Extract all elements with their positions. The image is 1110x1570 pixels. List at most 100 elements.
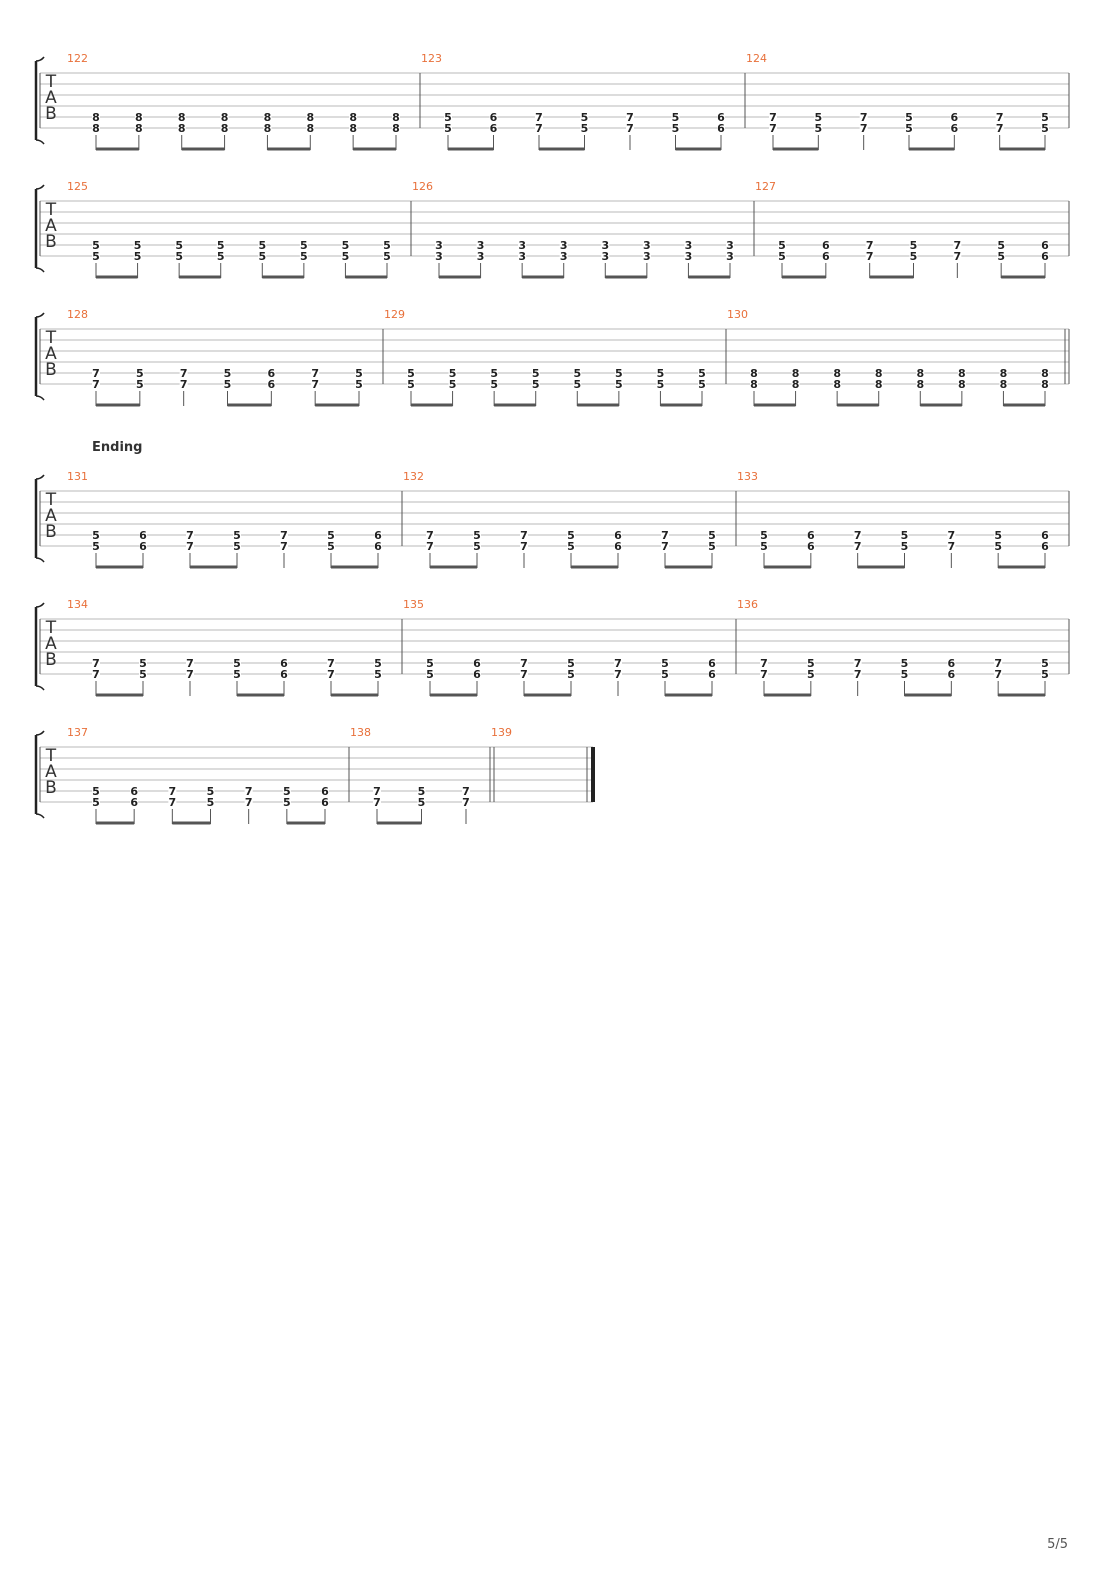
tab-clef-letter: B bbox=[45, 650, 57, 670]
fret-knockout bbox=[997, 251, 1006, 261]
fret-number: 7 bbox=[769, 111, 777, 124]
fret-number: 8 bbox=[875, 367, 883, 380]
fret-number: 7 bbox=[92, 367, 100, 380]
tab-clef-letter: T bbox=[45, 746, 57, 766]
fret-number: 6 bbox=[268, 378, 276, 391]
fret-knockout bbox=[671, 123, 680, 133]
fret-knockout bbox=[726, 240, 734, 250]
fret-knockout bbox=[999, 368, 1008, 378]
fret-knockout bbox=[559, 240, 568, 250]
fret-number: 5 bbox=[708, 529, 716, 542]
fret-number: 5 bbox=[567, 540, 575, 553]
fret-knockout bbox=[130, 797, 139, 807]
fret-number: 6 bbox=[951, 111, 959, 124]
fret-number: 7 bbox=[180, 367, 188, 380]
fret-knockout bbox=[233, 530, 241, 540]
fret-knockout bbox=[258, 251, 267, 261]
fret-number: 6 bbox=[374, 529, 382, 542]
fret-knockout bbox=[186, 669, 194, 679]
fret-knockout bbox=[321, 797, 329, 807]
fret-knockout bbox=[947, 530, 956, 540]
measure-number: 135 bbox=[403, 598, 424, 611]
fret-number: 5 bbox=[994, 540, 1002, 553]
fret-number: 5 bbox=[657, 367, 665, 380]
fret-number: 7 bbox=[92, 657, 100, 670]
measure-number: 130 bbox=[727, 308, 748, 321]
fret-number: 5 bbox=[300, 239, 308, 252]
fret-number: 5 bbox=[139, 668, 147, 681]
fret-number: 7 bbox=[186, 657, 194, 670]
fret-number: 8 bbox=[221, 122, 229, 135]
fret-number: 5 bbox=[418, 796, 426, 809]
fret-number: 6 bbox=[139, 529, 147, 542]
fret-knockout bbox=[708, 658, 716, 668]
fret-knockout bbox=[133, 251, 142, 261]
fret-number: 6 bbox=[268, 367, 276, 380]
fret-number: 5 bbox=[233, 657, 241, 670]
fret-knockout bbox=[717, 112, 725, 122]
fret-knockout bbox=[92, 530, 100, 540]
fret-knockout bbox=[520, 530, 528, 540]
fret-knockout bbox=[435, 240, 443, 250]
fret-knockout bbox=[216, 251, 225, 261]
fret-knockout bbox=[994, 541, 1003, 551]
fret-number: 5 bbox=[698, 367, 706, 380]
fret-knockout bbox=[957, 379, 966, 389]
fret-number: 8 bbox=[958, 367, 966, 380]
fret-knockout bbox=[909, 240, 918, 250]
fret-number: 5 bbox=[661, 668, 669, 681]
fret-knockout bbox=[853, 541, 862, 551]
fret-knockout bbox=[684, 240, 693, 250]
fret-knockout bbox=[661, 541, 669, 551]
fret-knockout bbox=[806, 530, 815, 540]
fret-knockout bbox=[92, 379, 100, 389]
fret-knockout bbox=[642, 240, 651, 250]
fret-number: 3 bbox=[560, 239, 568, 252]
fret-knockout bbox=[950, 112, 959, 122]
fret-number: 7 bbox=[280, 529, 288, 542]
fret-number: 7 bbox=[426, 529, 434, 542]
fret-number: 5 bbox=[224, 378, 232, 391]
fret-number: 8 bbox=[958, 378, 966, 391]
fret-number: 5 bbox=[581, 111, 589, 124]
fret-number: 8 bbox=[349, 111, 357, 124]
fret-number: 8 bbox=[1000, 367, 1008, 380]
fret-knockout bbox=[186, 530, 194, 540]
fret-knockout bbox=[179, 379, 188, 389]
fret-knockout bbox=[92, 669, 100, 679]
fret-knockout bbox=[833, 368, 842, 378]
fret-number: 5 bbox=[567, 657, 575, 670]
fret-knockout bbox=[349, 112, 358, 122]
fret-knockout bbox=[327, 658, 335, 668]
fret-knockout bbox=[698, 379, 706, 389]
fret-number: 7 bbox=[311, 378, 319, 391]
fret-knockout bbox=[814, 123, 823, 133]
bracket-bottom-hook bbox=[35, 557, 45, 563]
fret-number: 8 bbox=[833, 367, 841, 380]
fret-knockout bbox=[92, 786, 100, 796]
fret-number: 5 bbox=[573, 367, 581, 380]
fret-knockout bbox=[865, 251, 874, 261]
fret-number: 5 bbox=[233, 668, 241, 681]
fret-number: 7 bbox=[954, 239, 962, 252]
fret-knockout bbox=[473, 530, 481, 540]
fret-knockout bbox=[698, 368, 706, 378]
bracket-top-hook bbox=[35, 312, 45, 318]
fret-knockout bbox=[791, 379, 800, 389]
fret-number: 5 bbox=[567, 529, 575, 542]
fret-number: 5 bbox=[698, 378, 706, 391]
fret-number: 7 bbox=[311, 367, 319, 380]
fret-number: 5 bbox=[760, 540, 768, 553]
fret-knockout bbox=[833, 379, 842, 389]
fret-number: 7 bbox=[626, 111, 634, 124]
fret-number: 6 bbox=[473, 668, 481, 681]
fret-knockout bbox=[567, 541, 575, 551]
fret-number: 5 bbox=[233, 529, 241, 542]
fret-knockout bbox=[311, 368, 320, 378]
fret-knockout bbox=[186, 541, 194, 551]
fret-knockout bbox=[661, 669, 669, 679]
fret-knockout bbox=[821, 251, 830, 261]
fret-number: 6 bbox=[321, 796, 329, 809]
fret-knockout bbox=[1041, 658, 1049, 668]
fret-number: 8 bbox=[1041, 378, 1049, 391]
